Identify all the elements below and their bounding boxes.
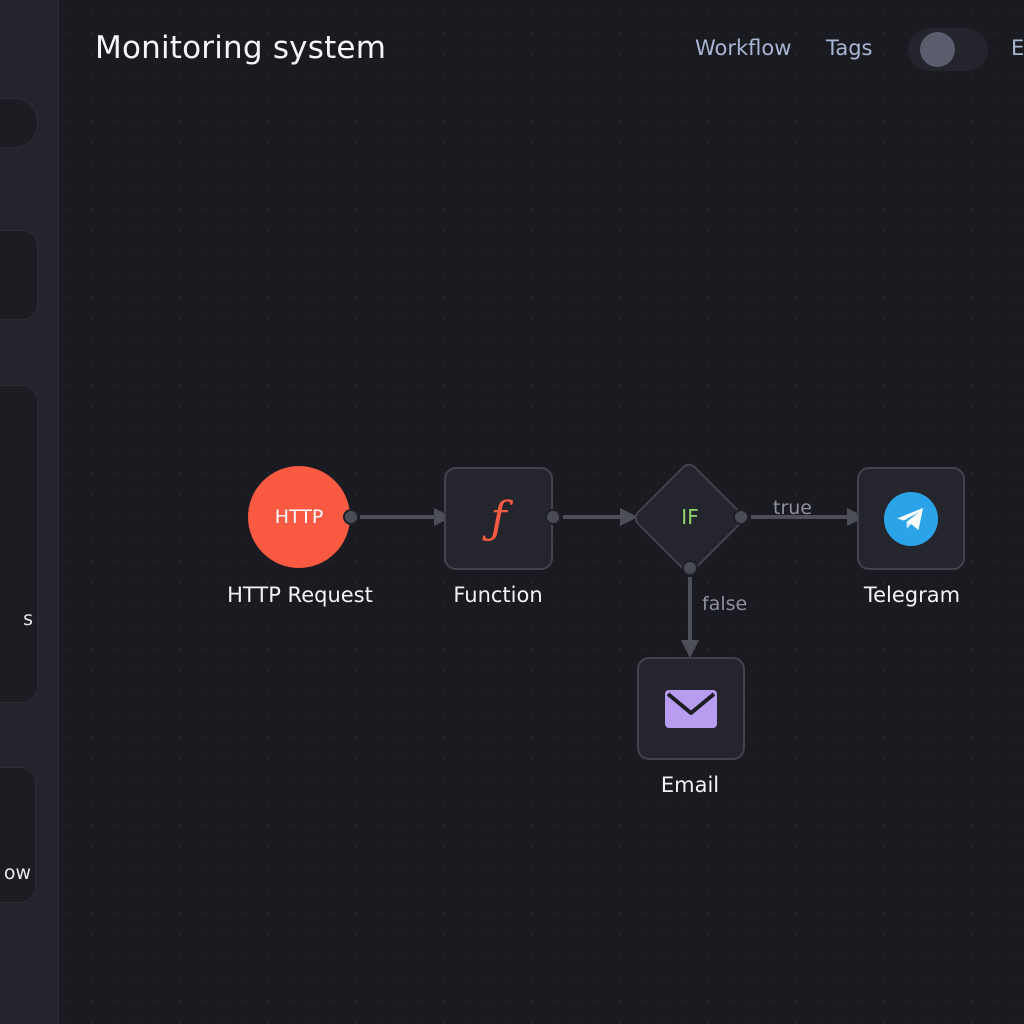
edge-label-false: false: [702, 593, 748, 615]
output-port-true[interactable]: [733, 509, 749, 525]
node-label-email: Email: [660, 773, 720, 797]
nav-link-extra[interactable]: E: [1011, 36, 1024, 60]
sidebar: s ow: [0, 0, 59, 1024]
http-request-node[interactable]: HTTP: [248, 466, 350, 568]
envelope-icon: [665, 689, 717, 728]
nav-link-tags[interactable]: Tags: [826, 36, 873, 60]
sidebar-card[interactable]: s: [0, 385, 38, 703]
email-node[interactable]: [637, 657, 745, 760]
node-label-function: Function: [453, 583, 543, 607]
sidebar-card-label: s: [23, 608, 33, 630]
output-port[interactable]: [545, 509, 561, 525]
sidebar-card[interactable]: ow: [0, 767, 36, 903]
http-badge: HTTP: [274, 506, 324, 528]
nav-link-workflow[interactable]: Workflow: [695, 36, 792, 60]
active-toggle[interactable]: [908, 28, 988, 71]
node-label-http-request: HTTP Request: [227, 583, 373, 607]
edge-label-true: true: [773, 497, 812, 519]
page-title: Monitoring system: [95, 30, 387, 66]
output-port[interactable]: [343, 509, 359, 525]
telegram-icon: [884, 491, 938, 546]
output-port-false[interactable]: [682, 560, 698, 576]
if-badge: IF: [681, 505, 699, 529]
sidebar-card[interactable]: [0, 230, 38, 320]
sidebar-pill[interactable]: [0, 98, 38, 148]
sidebar-card-label: ow: [3, 862, 31, 884]
toggle-knob: [920, 32, 955, 67]
function-icon: ƒ: [490, 492, 507, 544]
telegram-node[interactable]: [857, 467, 965, 570]
node-label-telegram: Telegram: [863, 583, 961, 607]
function-node[interactable]: ƒ: [444, 467, 553, 570]
